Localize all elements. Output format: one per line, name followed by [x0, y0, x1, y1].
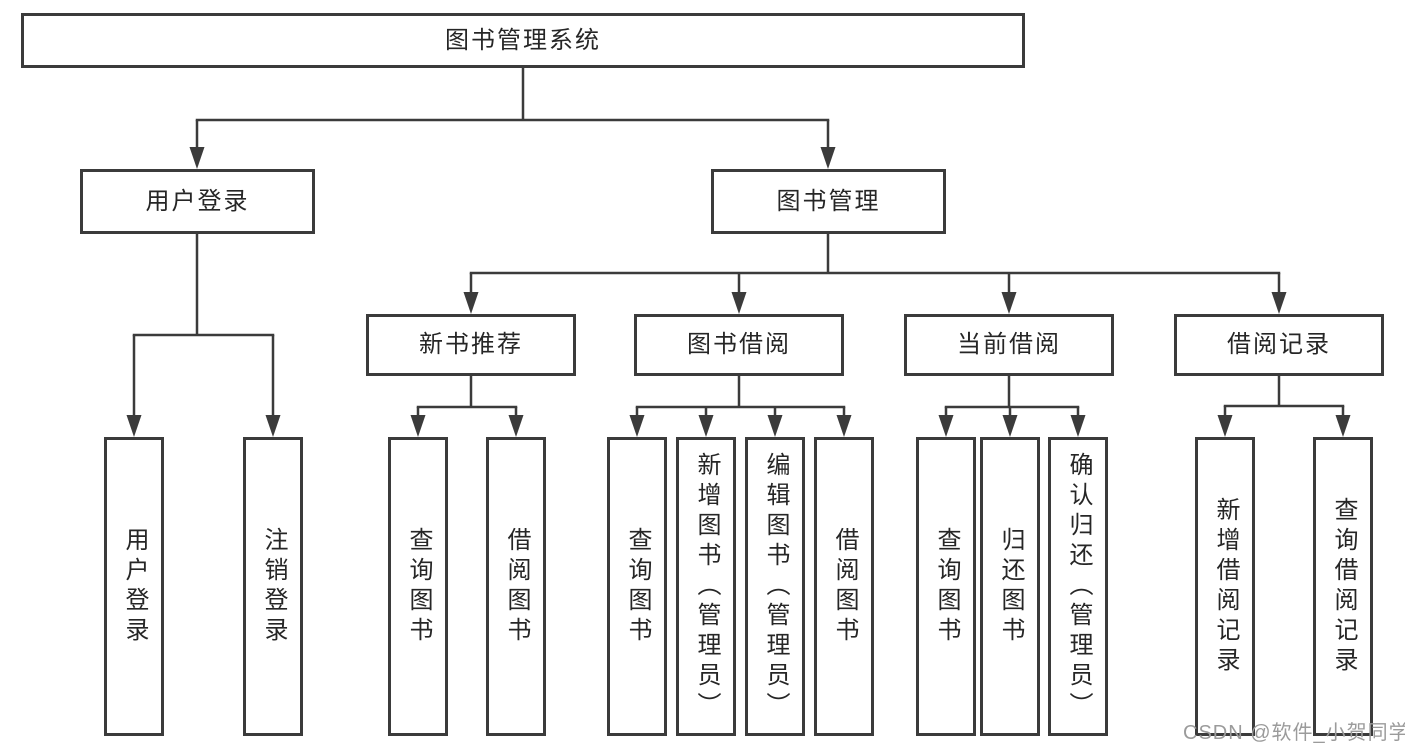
- leaf-borrow-query-books: 查询图书: [607, 437, 667, 736]
- leaf-logout: 注销登录: [243, 437, 303, 736]
- connector-user-login: [126, 234, 281, 437]
- leaf-current-return-books: 归还图书: [980, 437, 1040, 736]
- node-root: 图书管理系统: [21, 13, 1025, 68]
- leaf-current-query-books-label: 查询图书: [933, 526, 960, 647]
- node-current-borrow: 当前借阅: [904, 314, 1114, 376]
- node-user-login-label: 用户登录: [145, 187, 250, 215]
- leaf-borrow-edit-books-admin-label: 编辑图书（管理员）: [762, 451, 789, 722]
- connector-book-management: [463, 234, 1287, 314]
- leaf-borrow-add-books-admin: 新增图书（管理员）: [676, 437, 736, 736]
- leaf-newrec-query-books: 查询图书: [388, 437, 448, 736]
- leaf-records-add-record: 新增借阅记录: [1195, 437, 1255, 736]
- node-book-borrow-label: 图书借阅: [687, 331, 791, 358]
- leaf-current-confirm-return-admin-label: 确认归还（管理员）: [1065, 451, 1092, 722]
- node-new-book-recommend: 新书推荐: [366, 314, 576, 376]
- leaf-records-query-record: 查询借阅记录: [1313, 437, 1373, 736]
- node-borrow-records: 借阅记录: [1174, 314, 1384, 376]
- node-book-management: 图书管理: [711, 169, 946, 234]
- leaf-records-add-record-label: 新增借阅记录: [1212, 496, 1239, 677]
- leaf-newrec-query-books-label: 查询图书: [405, 526, 432, 647]
- leaf-borrow-query-books-label: 查询图书: [624, 526, 651, 647]
- node-book-management-label: 图书管理: [776, 187, 881, 215]
- leaf-current-return-books-label: 归还图书: [997, 526, 1024, 647]
- connector-new-book: [410, 376, 524, 437]
- node-borrow-records-label: 借阅记录: [1227, 331, 1331, 358]
- leaf-borrow-edit-books-admin: 编辑图书（管理员）: [745, 437, 805, 736]
- node-current-borrow-label: 当前借阅: [957, 331, 1061, 358]
- connector-root: [189, 66, 836, 169]
- node-new-book-recommend-label: 新书推荐: [419, 331, 523, 358]
- leaf-user-login-label: 用户登录: [121, 526, 148, 647]
- leaf-borrow-borrow-books-label: 借阅图书: [831, 526, 858, 647]
- csdn-watermark: CSDN @软件_小贺同学: [1183, 722, 1405, 744]
- leaf-borrow-borrow-books: 借阅图书: [814, 437, 874, 736]
- leaf-borrow-add-books-admin-label: 新增图书（管理员）: [693, 451, 720, 722]
- leaf-newrec-borrow-books: 借阅图书: [486, 437, 546, 736]
- leaf-records-query-record-label: 查询借阅记录: [1330, 496, 1357, 677]
- node-user-login: 用户登录: [80, 169, 315, 234]
- connector-borrow-records: [1217, 376, 1351, 437]
- leaf-newrec-borrow-books-label: 借阅图书: [503, 526, 530, 647]
- leaf-user-login: 用户登录: [104, 437, 164, 736]
- node-root-label: 图书管理系统: [445, 26, 601, 54]
- leaf-current-query-books: 查询图书: [916, 437, 976, 736]
- connector-current-borrow: [938, 376, 1086, 437]
- connector-book-borrow: [629, 376, 852, 437]
- node-book-borrow: 图书借阅: [634, 314, 844, 376]
- leaf-current-confirm-return-admin: 确认归还（管理员）: [1048, 437, 1108, 736]
- leaf-logout-label: 注销登录: [260, 526, 287, 647]
